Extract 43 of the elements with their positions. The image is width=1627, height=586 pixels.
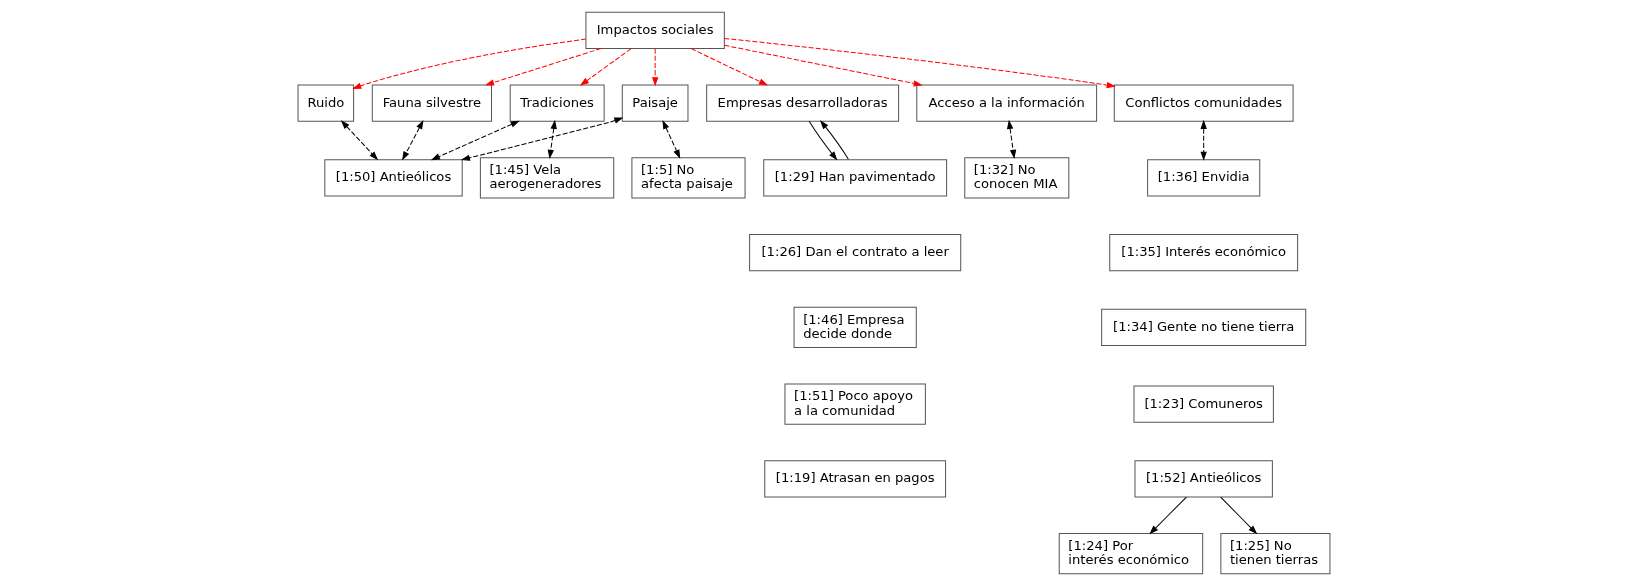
node-box: [1:23] Comuneros (1132, 385, 1274, 423)
node-box: [1:45] Vela aerogeneradores (479, 157, 614, 199)
arrow (723, 37, 1116, 89)
node-box: [1:19] Atrasan en pagos (763, 460, 946, 498)
node-box: [1:36] Envidia (1146, 159, 1260, 197)
node-box: Paisaje (621, 84, 688, 122)
node-box: Ruido (297, 84, 354, 122)
arrow (1200, 119, 1207, 161)
arrow (690, 48, 768, 86)
arrow (579, 48, 631, 86)
arrow (1219, 496, 1257, 535)
arrow (340, 120, 378, 161)
node-box: Tradiciones (509, 84, 605, 122)
node-box: Fauna silvestre (371, 84, 492, 122)
arrow (547, 119, 557, 159)
node-box: [1:35] Interés económico (1108, 233, 1298, 272)
node-box: [1:51] Poco apoyo a la comunidad (783, 383, 926, 425)
node-box: Acceso a la información (915, 84, 1097, 122)
node-box: [1:46] Empresa decide donde (793, 306, 917, 349)
node-box: [1:50] Antieólicos (323, 159, 463, 197)
arrow (484, 48, 601, 86)
node-box: Empresas desarrolladoras (705, 84, 899, 122)
node-box: [1:52] Antieólicos (1134, 460, 1273, 498)
arrow (430, 120, 520, 161)
node-box: [1:5] No afecta paisaje (630, 157, 746, 199)
arrow (460, 117, 623, 161)
arrow (651, 48, 658, 87)
node-box: Conflictos comunidades (1113, 84, 1294, 122)
arrow (723, 44, 923, 87)
arrow (808, 120, 837, 161)
arrow (661, 119, 680, 159)
node-box: [1:24] Por interés económico (1058, 532, 1203, 575)
arrow (401, 119, 423, 161)
node-box: [1:26] Dan el contrato a leer (748, 233, 961, 272)
arrow (1006, 119, 1016, 159)
node-box: [1:32] No conocen MIA (963, 157, 1069, 199)
node-box: [1:25] No tienen tierras (1219, 532, 1330, 575)
node-box: [1:29] Han pavimentado (762, 159, 947, 197)
node-box: Impactos sociales (584, 11, 725, 50)
arrow (351, 38, 586, 89)
arrow (819, 120, 849, 160)
arrow (1148, 496, 1187, 535)
node-box: [1:34] Gente no tiene tierra (1100, 308, 1306, 347)
